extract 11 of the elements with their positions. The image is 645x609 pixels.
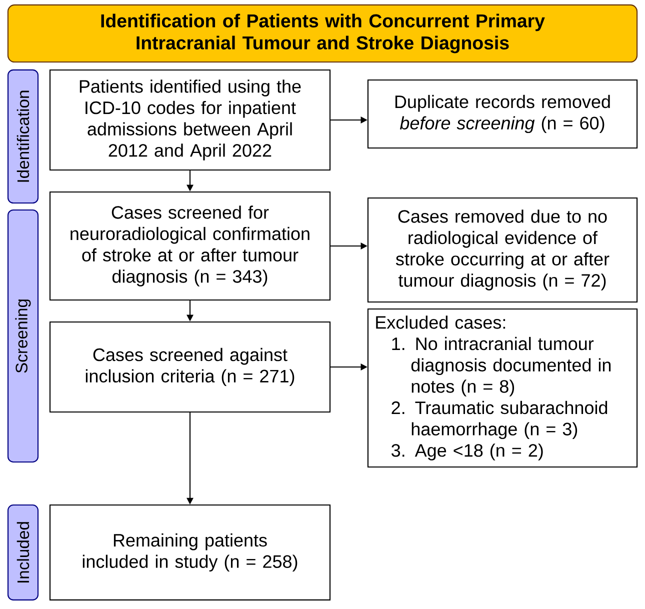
- process-box: Duplicate records removed before screening (n = 60): [367, 79, 638, 149]
- stage-band: Identification: [7, 69, 39, 204]
- process-box: Cases removed due to no radiological evidence of stroke occurring at or after tumour diagnosis (n = 72): [367, 197, 638, 303]
- process-box: Cases screened for neuroradiological confirmation of stroke at or after tumour diagnosis (n = 343): [49, 191, 331, 301]
- process-box: Patients identified using the ICD-10 codes for inpatient admissions between April 2012 and April 2022: [49, 69, 331, 171]
- exclusion-box: Excluded cases: 1. No intracranial tumour diagnosis documented in notes (n = 8) 2. Traumatic subarachnoid haemorrhage (n = 3) 3. Age <18 (n = 2): [367, 308, 638, 468]
- stage-band: Screening: [7, 209, 39, 463]
- stage-band: Included: [7, 504, 39, 600]
- title-banner: Identification of Patients with Concurrent Primary Intracranial Tumour and Stroke Diagnosis: [7, 4, 638, 63]
- process-box: Cases screened against inclusion criteria (n = 271): [49, 321, 331, 413]
- process-box: Remaining patients included in study (n = 258): [49, 504, 331, 600]
